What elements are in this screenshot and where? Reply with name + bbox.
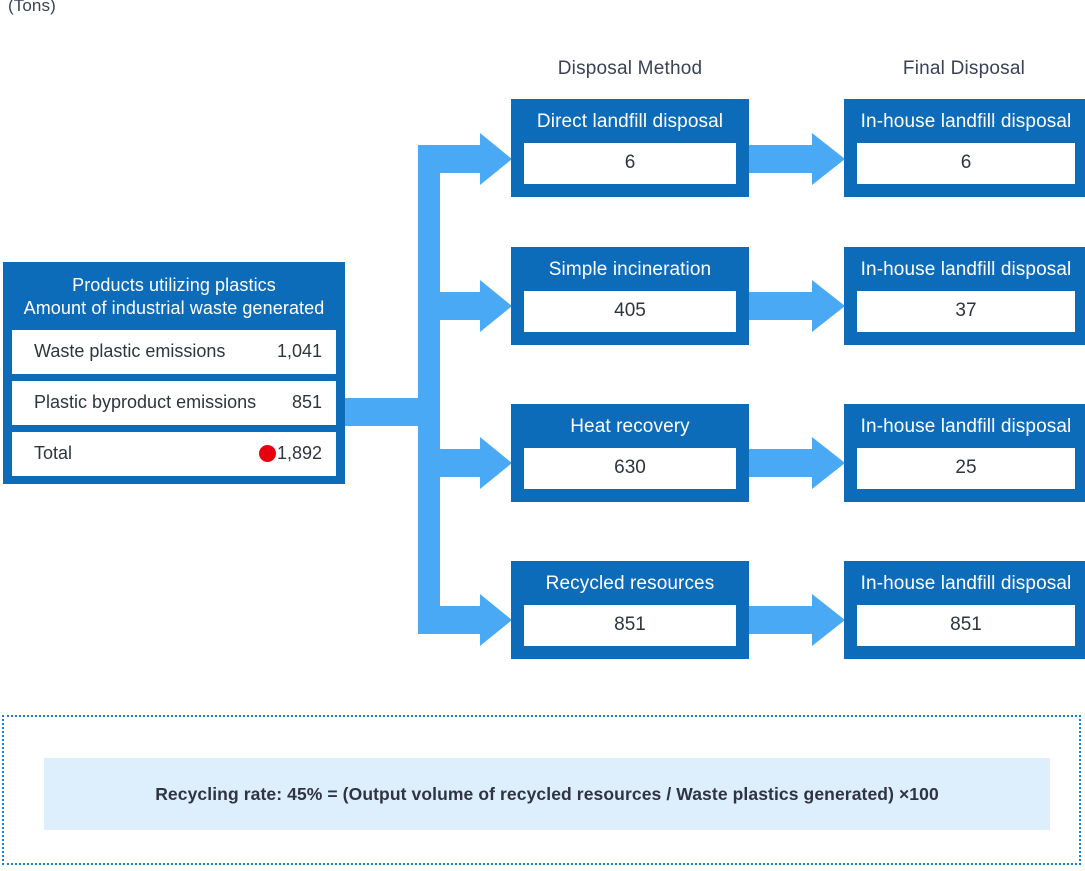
final-disposal-node-4: In-house landfill disposal 851	[844, 561, 1085, 660]
source-summary-box: Products utilizing plastics Amount of in…	[3, 262, 345, 484]
node-value: 405	[524, 291, 736, 333]
source-row-value-wrap: 851	[292, 392, 322, 413]
final-disposal-node-3: In-house landfill disposal 25	[844, 404, 1085, 503]
source-title-line1: Products utilizing plastics	[72, 275, 276, 295]
node-title: Recycled resources	[545, 573, 715, 594]
source-row-value-wrap: 1,041	[277, 341, 322, 362]
node-title: Heat recovery	[570, 416, 690, 437]
source-row-value: 851	[291, 392, 322, 413]
note-dotted-frame	[2, 715, 1081, 865]
disposal-method-node-2: Simple incineration 405	[511, 247, 749, 346]
node-value: 851	[857, 605, 1075, 647]
node-value: 25	[857, 448, 1075, 490]
source-row-total: Total 1,892	[12, 431, 336, 476]
node-value: 630	[524, 448, 736, 490]
disposal-method-node-1: Direct landfill disposal 6	[511, 99, 749, 198]
red-dot-marker-icon	[258, 445, 276, 463]
disposal-method-node-4: Recycled resources 851	[511, 561, 749, 660]
node-value: 6	[524, 143, 736, 185]
unit-label: (Tons)	[8, 0, 56, 15]
source-row-label: Waste plastic emissions	[34, 341, 226, 362]
source-row-label: Plastic byproduct emissions	[34, 392, 257, 413]
source-row-waste-plastic-emissions: Waste plastic emissions 1,041	[12, 329, 336, 374]
node-title: In-house landfill disposal	[860, 111, 1072, 132]
source-title-line2: Amount of industrial waste generated	[23, 298, 325, 319]
node-value: 37	[857, 291, 1075, 333]
source-row-value: 1,041	[276, 341, 322, 362]
column-header-final-disposal: Final Disposal	[902, 58, 1026, 79]
source-row-value-wrap: 1,892	[258, 443, 322, 464]
node-title: Simple incineration	[548, 259, 712, 280]
node-title: Direct landfill disposal	[536, 111, 724, 132]
node-title: In-house landfill disposal	[860, 573, 1072, 594]
disposal-method-node-3: Heat recovery 630	[511, 404, 749, 503]
node-title: In-house landfill disposal	[860, 416, 1072, 437]
node-value: 851	[524, 605, 736, 647]
recycling-rate-band: Recycling rate: 45% = (Output volume of …	[44, 758, 1050, 830]
final-disposal-node-1: In-house landfill disposal 6	[844, 99, 1085, 198]
source-row-plastic-byproduct-emissions: Plastic byproduct emissions 851	[12, 380, 336, 425]
column-header-disposal-method: Disposal Method	[557, 58, 703, 79]
source-title: Products utilizing plastics Amount of in…	[12, 271, 336, 330]
source-row-value: 1,892	[276, 443, 322, 464]
node-title: In-house landfill disposal	[860, 259, 1072, 280]
source-row-label: Total	[34, 443, 73, 464]
recycling-rate-text: Recycling rate: 45% = (Output volume of …	[155, 783, 939, 804]
final-disposal-node-2: In-house landfill disposal 37	[844, 247, 1085, 346]
node-value: 6	[857, 143, 1075, 185]
